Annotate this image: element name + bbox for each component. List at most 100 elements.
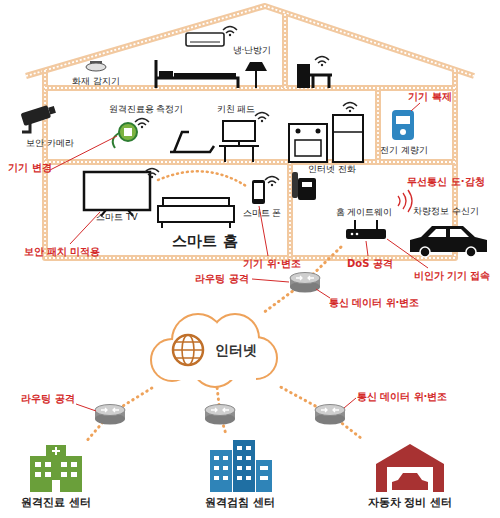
leader-line	[76, 404, 96, 411]
house-roof	[26, 6, 474, 76]
cloud-fill	[212, 315, 258, 361]
tv-screen	[84, 172, 150, 210]
medical-cross	[52, 447, 60, 455]
house-wall-inner	[45, 70, 455, 258]
detector-body	[86, 63, 106, 71]
stove-body	[289, 124, 327, 162]
garage-door	[387, 467, 433, 492]
gateway-antenna	[355, 220, 377, 229]
wifi-symbol	[135, 119, 149, 129]
wifi-symbol	[315, 57, 329, 67]
building-door	[52, 480, 60, 492]
fire-detector-icon	[86, 61, 106, 71]
building-body	[233, 440, 255, 492]
building-windows	[214, 446, 268, 480]
cloud-shape	[145, 312, 281, 388]
cloud-outline	[212, 315, 258, 361]
internet-cloud: 인터넷	[145, 312, 281, 388]
wifi-symbol	[145, 169, 159, 179]
node-label: 원격진료 센터	[21, 497, 91, 510]
node-label: 스마트 홈	[172, 233, 237, 250]
building-top	[46, 445, 66, 457]
detector-base	[90, 61, 102, 65]
camera-lens	[48, 106, 56, 115]
globe-icon	[173, 335, 203, 365]
gateway-led	[356, 233, 359, 236]
center-node: 자동차 정비 센터	[350, 440, 472, 514]
lamp-shade	[245, 62, 267, 71]
globe-meridian	[182, 335, 194, 365]
ac-body	[186, 33, 224, 46]
gateway-node: 홈 게이트웨이	[325, 205, 400, 247]
leader-line	[411, 103, 420, 111]
gateway-body	[346, 229, 386, 239]
burner	[296, 129, 301, 134]
network-link	[88, 388, 152, 440]
gateway-led	[351, 233, 354, 236]
device-body	[119, 123, 137, 141]
pad-screen	[223, 121, 255, 141]
bed-pillow	[159, 71, 173, 77]
leader-line	[344, 398, 356, 408]
bed-mattress	[174, 73, 236, 78]
car-window	[428, 229, 469, 237]
node-label: 인터넷	[215, 342, 257, 358]
meter-dial	[400, 129, 406, 135]
kitchen-appliance-icon	[289, 103, 363, 163]
car-body	[410, 226, 487, 252]
router-icon	[205, 405, 235, 425]
lamp-stand	[255, 71, 257, 88]
house-divider-inner	[285, 14, 378, 258]
kitchen-pad-icon	[219, 113, 269, 163]
car-wheel	[420, 247, 430, 257]
phone-handset	[292, 172, 298, 198]
leader-line	[50, 136, 117, 170]
camera-mount	[22, 122, 30, 132]
security-camera-icon	[21, 103, 57, 132]
smart-tv-icon	[84, 169, 159, 217]
meter-body	[392, 110, 414, 140]
fridge-split	[333, 131, 363, 133]
ac-vent	[190, 42, 220, 43]
burner	[316, 129, 321, 134]
house-floor	[45, 88, 455, 162]
air-conditioner-icon	[186, 27, 237, 47]
node-label: 홈 게이트웨이	[336, 207, 393, 217]
node-label: 원격검침 센터	[205, 497, 275, 510]
internet-phone-icon	[292, 172, 316, 200]
threat-label: 라우팅 공격	[21, 393, 74, 405]
leader-line	[70, 212, 100, 244]
garage-car	[392, 473, 428, 490]
center-node: 원격검침 센터	[182, 436, 294, 514]
house-node: 스마트 홈 홈 게이트웨이	[22, 2, 478, 262]
center-node: 원격진료 센터	[8, 440, 103, 514]
garage-icon	[376, 444, 444, 492]
threat-label: 통신 데이터 위·변조	[329, 297, 420, 309]
signal-waves	[398, 190, 412, 212]
router-icon	[290, 273, 320, 293]
leader-line	[366, 241, 368, 256]
car-icon	[410, 226, 487, 257]
phone-screen	[254, 183, 263, 199]
wifi-symbol	[343, 103, 357, 113]
house-wall	[45, 70, 455, 258]
leader-line	[252, 279, 289, 282]
camera-body	[21, 105, 52, 126]
leader-line	[387, 239, 428, 268]
car-wheel	[466, 247, 476, 257]
device-cable	[113, 133, 119, 148]
building-body	[30, 456, 82, 492]
wifi-symbol	[265, 177, 279, 187]
wifi-symbol	[223, 27, 237, 37]
hospital-building-icon	[30, 445, 82, 492]
meter-display	[396, 116, 410, 124]
house-roof-inner	[26, 6, 474, 76]
network-link	[264, 247, 341, 312]
leader-line	[316, 289, 330, 298]
network-link	[217, 388, 226, 436]
oven-door	[295, 140, 321, 156]
router-icon	[315, 405, 345, 425]
house-fill	[26, 6, 474, 258]
